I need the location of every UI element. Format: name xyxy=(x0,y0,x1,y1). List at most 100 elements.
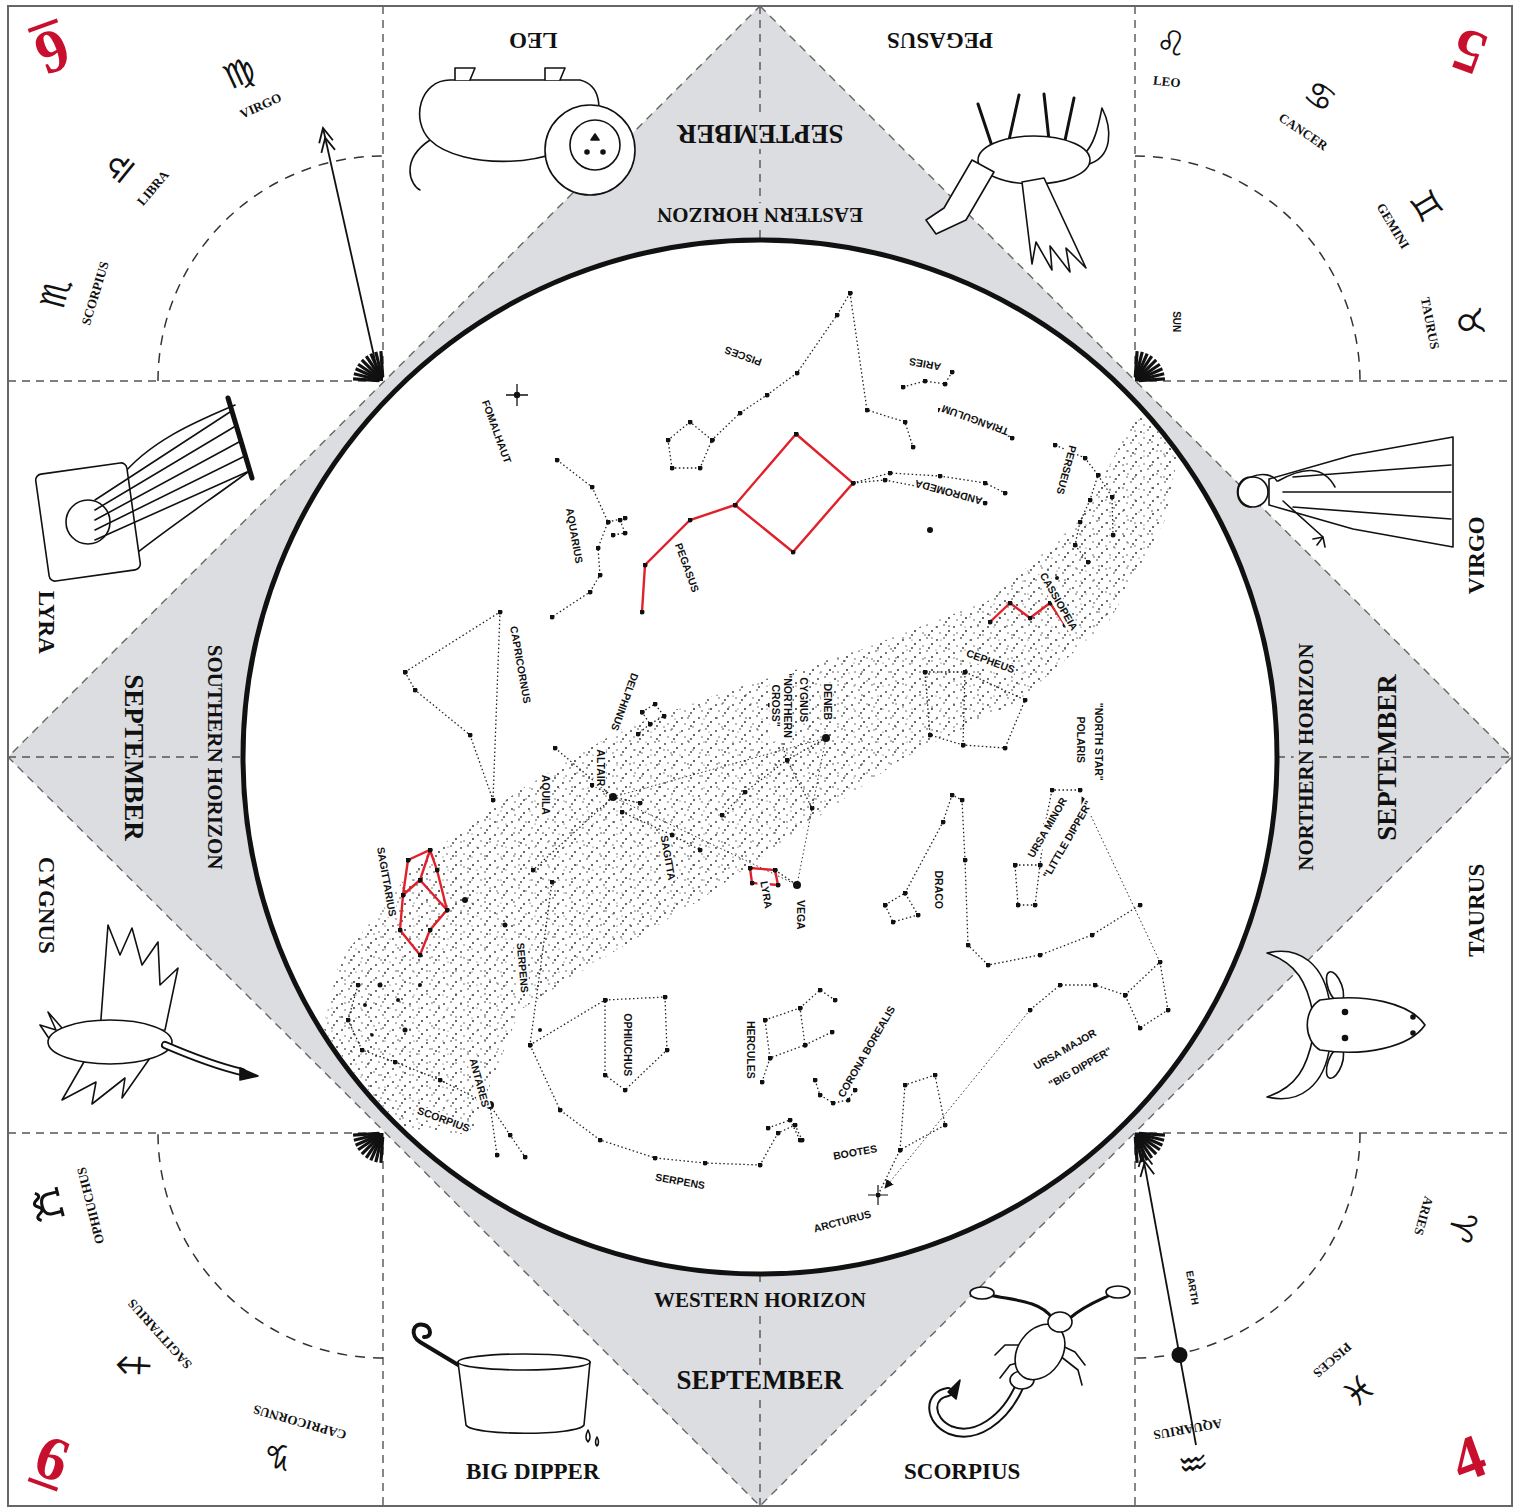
star-label: CAPRICORNUS xyxy=(507,624,532,705)
star-label: AQUILA xyxy=(539,774,551,816)
picture-panel: LYRA xyxy=(8,381,383,757)
star-label: SAGITTARIUS xyxy=(374,845,398,918)
star-label: SAGITTA xyxy=(657,833,677,882)
sheet-border xyxy=(8,6,1512,1506)
star-label: PISCES xyxy=(722,343,764,368)
zodiac-symbol: ♓ xyxy=(1336,1367,1381,1413)
star-label: SERPENS xyxy=(514,941,530,994)
star-label: PERSEUS xyxy=(1054,443,1079,496)
winged-horse-picture xyxy=(926,94,1109,272)
star-label: PEGASUS xyxy=(672,541,701,595)
constellation-name: CYGNUS xyxy=(32,857,58,954)
orbit-label: SUN xyxy=(1170,311,1182,332)
orbit-label: EARTH xyxy=(1184,1270,1201,1306)
horizon-band: EASTERN HORIZON SEPTEMBER xyxy=(383,6,1137,381)
picture-panel: BIG DIPPER xyxy=(383,1133,760,1506)
corner-dial-panel: 6OPHIUCHUS♐SAGITTARIUS♑CAPRICORNUS xyxy=(8,1133,383,1506)
star-label: DRACO xyxy=(932,870,944,911)
constellation-name: LEO xyxy=(509,27,558,53)
star-label: HERCULES xyxy=(744,1020,756,1080)
star-label: OPHIUCHUS xyxy=(621,1012,633,1077)
picture-panel: VIRGO xyxy=(1135,381,1512,757)
zodiac-name: LIBRA xyxy=(134,168,172,209)
star-label: DENEB xyxy=(821,682,833,721)
zodiac-symbol: ♍ xyxy=(219,51,261,95)
star-label: CYGNUS xyxy=(797,676,809,723)
star-label: CASSIOPEIA xyxy=(1036,570,1079,634)
maiden-picture xyxy=(1238,437,1454,547)
zodiac-symbol: ♋ xyxy=(1298,73,1342,118)
zodiac-symbol: ♉ xyxy=(1451,304,1490,340)
zodiac-name: CAPRICORNUS xyxy=(252,1401,348,1442)
horizon-band: SOUTHERN HORIZON SEPTEMBER xyxy=(8,381,383,1133)
panel-number: 6 xyxy=(27,1424,77,1493)
horizon-band: NORTHERN HORIZON SEPTEMBER xyxy=(1137,381,1512,1133)
zodiac-name: ARIES xyxy=(1411,1194,1436,1236)
star-label: "NORTH STAR" xyxy=(1092,702,1104,782)
star-label: DELPHINUS xyxy=(608,670,640,733)
picture-panel: SCORPIUS xyxy=(760,1133,1135,1506)
orbit-arcs xyxy=(158,156,1360,1358)
lyre-picture xyxy=(35,398,252,582)
zodiac-symbol: ♏ xyxy=(34,274,75,312)
lion-picture xyxy=(410,68,635,195)
zodiac-name: SCORPIUS xyxy=(79,260,113,327)
month-label: SEPTEMBER xyxy=(1371,671,1402,844)
horizon-circle xyxy=(243,240,1277,1274)
star-chart xyxy=(320,293,1185,1205)
star-label: CORONA BOREALIS xyxy=(835,1003,898,1100)
zodiac-name: GEMINI xyxy=(1372,201,1411,252)
zodiac-symbol: ♑ xyxy=(258,1435,297,1477)
picture-panel: CYGNUS xyxy=(8,757,383,1133)
zodiac-symbol: ♒ xyxy=(1175,1444,1211,1483)
star-label: "LITTLE DIPPER" xyxy=(1040,798,1095,881)
panel-number: 5 xyxy=(1443,18,1493,87)
horizon-label: SOUTHERN HORIZON xyxy=(203,642,227,873)
zodiac-name: AQUARIUS xyxy=(1152,1415,1223,1442)
zodiac-name: OPHIUCHUS xyxy=(75,1166,109,1246)
picture-panel: TAURUS xyxy=(1135,757,1512,1133)
sun-pointer xyxy=(319,128,378,374)
panel-number: 4 xyxy=(1443,1424,1493,1493)
star-label: VEGA xyxy=(794,899,806,931)
zodiac-symbol: ♈ xyxy=(1442,1207,1483,1246)
star-label: ANDROMEDA xyxy=(912,477,984,507)
picture-panel: LEO xyxy=(383,6,760,381)
star-label: ARCTURUS xyxy=(811,1208,873,1235)
panel-number: 6 xyxy=(27,18,77,87)
picture-panel: PEGASUS xyxy=(760,6,1135,381)
star-label: LYRA xyxy=(758,879,775,910)
horizon-label: NORTHERN HORIZON xyxy=(1293,640,1317,873)
sky-disc xyxy=(243,240,1277,1274)
zodiac-name: PISCES xyxy=(1309,1339,1353,1380)
zodiac-name: LEO xyxy=(1152,74,1181,92)
sun-rays xyxy=(353,351,1165,1163)
zodiac-name: VIRGO xyxy=(238,91,284,123)
horizon-label: WESTERN HORIZON xyxy=(651,1288,869,1312)
horizon-label: EASTERN HORIZON xyxy=(654,203,866,227)
star-label: SCORPIUS xyxy=(414,1105,471,1135)
zodiac-symbol: ♎ xyxy=(96,144,142,189)
scorpion-picture xyxy=(933,1286,1130,1433)
horizon-band: WESTERN HORIZONSEPTEMBER xyxy=(383,1133,1137,1506)
swan-picture xyxy=(40,925,258,1104)
constellation-name: SCORPIUS xyxy=(904,1459,1020,1485)
ophiuchus-symbol xyxy=(32,1187,64,1222)
month-label: SEPTEMBER xyxy=(674,118,847,149)
constellation-name: BIG DIPPER xyxy=(466,1459,600,1485)
star-label: AQUARIUS xyxy=(563,506,584,565)
zodiac-symbol: ♌ xyxy=(1154,24,1188,61)
horizon-diamond xyxy=(8,6,1512,1506)
corner-dial-panel: 5♌LEO♋CANCER♊GEMINI♉TAURUSSUN xyxy=(1135,6,1512,381)
constellation-name: VIRGO xyxy=(1464,516,1490,594)
zodiac-symbol: ♊ xyxy=(1404,184,1449,228)
star-label: FOMALHAUT xyxy=(479,398,513,466)
star-label: SERPENS xyxy=(653,1172,706,1192)
star-label: POLARIS xyxy=(1074,715,1086,764)
zodiac-symbol: ♐ xyxy=(112,1342,158,1387)
month-label: SEPTEMBER xyxy=(117,671,148,844)
fold-lines xyxy=(8,6,1512,1506)
star-label: TRIANGULUM xyxy=(939,402,1011,438)
